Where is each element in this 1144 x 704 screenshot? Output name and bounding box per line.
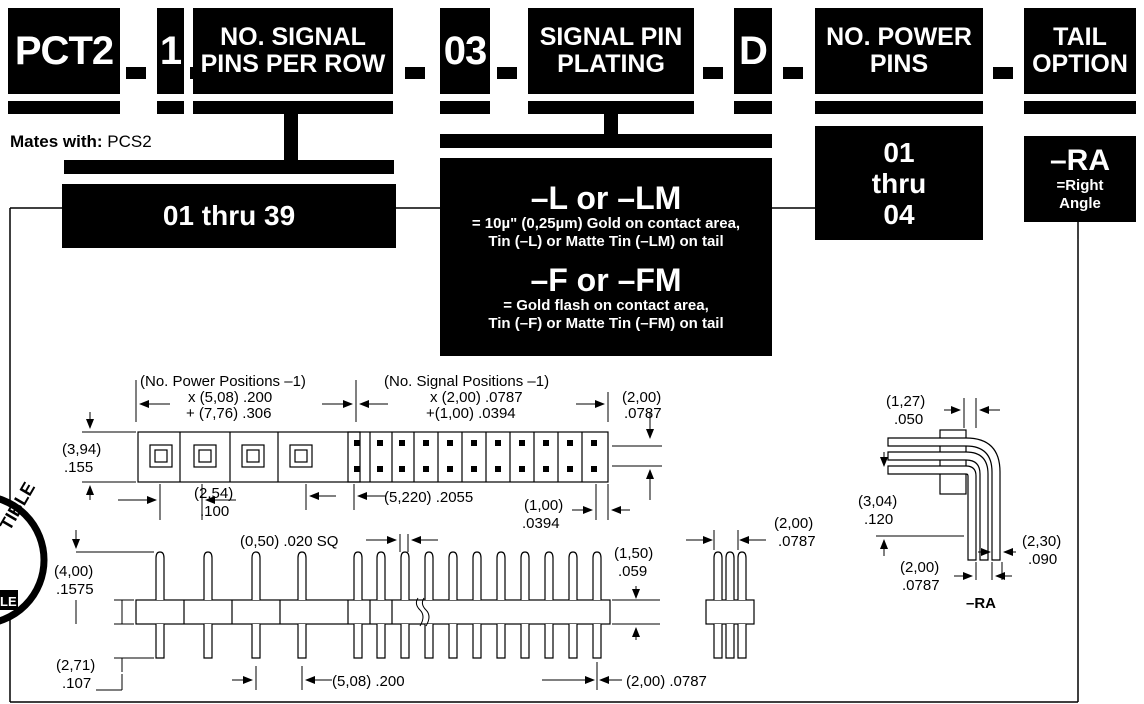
- plating-option-2-desc1: = Gold flash on contact area,: [503, 297, 709, 314]
- body-height-in: .155: [64, 459, 93, 476]
- power-range-from: 01: [883, 136, 915, 168]
- plating-option-1-desc1: = 10µ" (0,25µm) Gold on contact area,: [471, 215, 741, 232]
- power-pins-header: NO. POWER PINS: [815, 8, 983, 94]
- signal-positions-label: (No. Signal Positions –1): [384, 373, 549, 390]
- plating-header: SIGNAL PIN PLATING: [528, 8, 694, 94]
- ra-label: –RA: [966, 595, 996, 612]
- signal-pins-header: NO. SIGNAL PINS PER ROW: [193, 8, 393, 94]
- dash-7: [993, 67, 1013, 79]
- insul-mm: (1,50): [614, 545, 653, 562]
- power-range-box: 01 thru 04: [815, 126, 983, 240]
- plating-option-2-desc2: Tin (–F) or Matte Tin (–FM) on tail: [488, 315, 724, 332]
- ra-row-in: .0787: [902, 577, 940, 594]
- power-range-to: 04: [883, 198, 915, 230]
- signal-range-box: 01 thru 39: [62, 184, 396, 248]
- plating-option-1-desc2: Tin (–L) or Matte Tin (–LM) on tail: [488, 233, 724, 250]
- signal-pins-value: 03: [440, 8, 490, 94]
- side-view: [135, 599, 611, 625]
- plating-option-2-code: –F or –FM: [530, 262, 682, 298]
- bar-prefix: [8, 101, 120, 114]
- ra-tail-mm: (2,30): [1022, 533, 1061, 550]
- gap-5220-label: (5,220) .2055: [384, 489, 473, 506]
- bar-signal-value: [440, 101, 490, 114]
- bar-tail: [1024, 101, 1136, 114]
- insul-in: .059: [618, 563, 647, 580]
- end-view: [705, 551, 755, 659]
- power-positions-label: (No. Power Positions –1): [140, 373, 306, 390]
- above-in: .1575: [56, 581, 94, 598]
- above-mm: (4,00): [54, 563, 93, 580]
- side-in: .0787: [778, 533, 816, 550]
- pitch-254-mm: (2,54): [194, 485, 233, 502]
- ra-tail-in: .090: [1028, 551, 1057, 568]
- pin-sq-label: (0,50) .020 SQ: [240, 533, 338, 550]
- plating-options-box: –L or –LM = 10µ" (0,25µm) Gold on contac…: [440, 158, 772, 356]
- ra-pitch-mm: (1,27): [886, 393, 925, 410]
- signal-plus-label: +(1,00) .0394: [426, 405, 516, 422]
- pitch-200-label: (2,00) .0787: [626, 673, 707, 690]
- dash-6: [783, 67, 803, 79]
- rows-box: 1: [157, 8, 184, 94]
- signal-pitch-label: x (2,00) .0787: [430, 389, 523, 406]
- below-in: .107: [62, 675, 91, 692]
- tail-desc1: =Right: [1056, 177, 1104, 194]
- side-view-pins: [155, 551, 602, 659]
- plating-option-1-code: –L or –LM: [530, 180, 682, 216]
- top-right-mm: (2,00): [622, 389, 661, 406]
- tail-header: TAIL OPTION: [1024, 8, 1136, 94]
- body-height-mm: (3,94): [62, 441, 101, 458]
- dash-1: [126, 67, 146, 79]
- top-right-in: .0787: [624, 405, 662, 422]
- bar-power: [815, 101, 983, 114]
- pitch-508-label: (5,08) .200: [332, 673, 405, 690]
- prefix-box: PCT2: [8, 8, 120, 94]
- tail-desc2: Angle: [1059, 195, 1101, 212]
- dash-5: [703, 67, 723, 79]
- bar-signal: [193, 101, 393, 114]
- power-pitch-label: x (5,08) .200: [188, 389, 272, 406]
- tail-option-box: –RA =Right Angle: [1024, 136, 1136, 222]
- below-mm: (2,71): [56, 657, 95, 674]
- sig-offset-mm: (1,00): [524, 497, 563, 514]
- plating-value: D: [734, 8, 772, 94]
- compatible-badge: TIBLE LE: [0, 479, 48, 625]
- pitch-254-in: .100: [200, 503, 229, 520]
- top-view: [137, 431, 609, 483]
- power-plus-label: + (7,76) .306: [186, 405, 271, 422]
- sig-offset-in: .0394: [522, 515, 560, 532]
- side-mm: (2,00): [774, 515, 813, 532]
- ra-height-mm: (3,04): [858, 493, 897, 510]
- bar-plating: [528, 101, 694, 114]
- tail-code: –RA: [1049, 144, 1110, 177]
- right-angle-view: [887, 429, 1001, 561]
- ra-row-mm: (2,00): [900, 559, 939, 576]
- bar-rows: [157, 101, 184, 114]
- svg-text:LE: LE: [0, 594, 17, 609]
- power-range-thru: thru: [871, 167, 927, 199]
- mates-with: Mates with: PCS2: [10, 132, 152, 151]
- ra-pitch-in: .050: [894, 411, 923, 428]
- ra-height-in: .120: [864, 511, 893, 528]
- bar-plating-value: [734, 101, 772, 114]
- dash-3: [405, 67, 425, 79]
- dash-4: [497, 67, 517, 79]
